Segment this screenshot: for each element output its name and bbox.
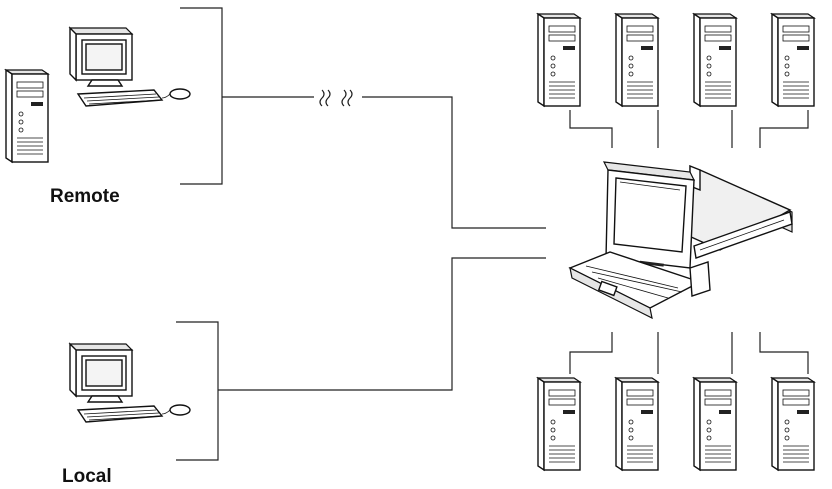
bottom-servers: [537, 332, 815, 471]
local-label: Local: [62, 466, 112, 487]
server-icon: [771, 377, 815, 471]
kvm-console-icon: [568, 161, 793, 320]
remote-workstation: [5, 27, 191, 163]
remote-label: Remote: [50, 186, 120, 207]
server-icon: [615, 377, 659, 471]
wavy-break-icon: [319, 89, 353, 107]
remote-desktop-computer-icon: [69, 27, 191, 107]
remote-connection: [180, 7, 546, 229]
server-icon: [693, 13, 737, 107]
remote-pc-tower-icon: [5, 69, 49, 163]
top-servers: [537, 13, 815, 148]
server-icon: [771, 13, 815, 107]
server-icon: [537, 377, 581, 471]
server-icon: [537, 13, 581, 107]
server-icon: [693, 377, 737, 471]
server-icon: [615, 13, 659, 107]
local-desktop-computer-icon: [69, 343, 191, 423]
local-connection: [176, 257, 546, 461]
local-workstation: [69, 343, 191, 423]
